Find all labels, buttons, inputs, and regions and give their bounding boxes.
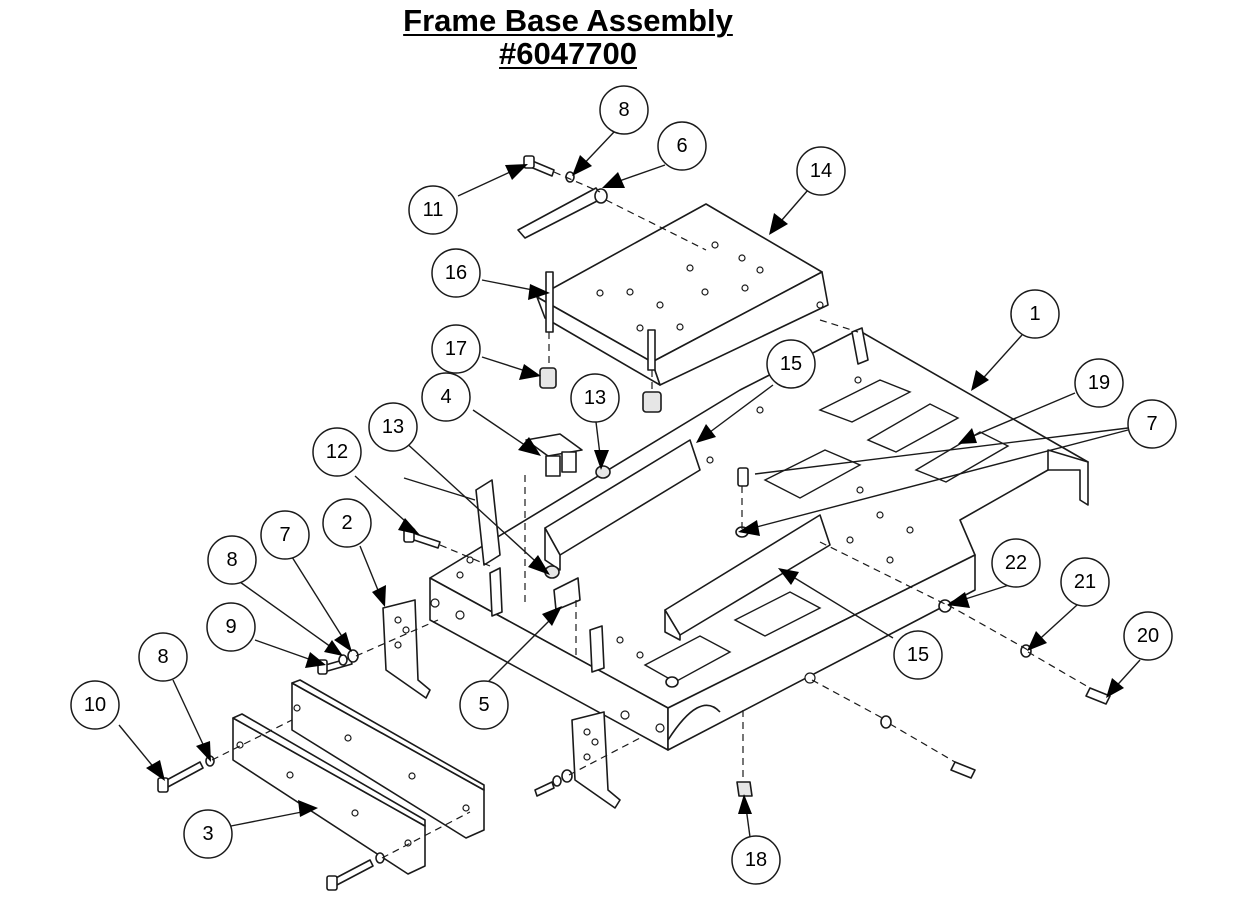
callout-14: 14 [796, 146, 846, 196]
callout-label: 20 [1137, 625, 1159, 647]
callout-4: 4 [421, 372, 471, 422]
callout-label: 8 [157, 646, 168, 668]
callout-label: 8 [226, 549, 237, 571]
callout-8b: 8 [207, 535, 257, 585]
callout-label: 11 [423, 199, 444, 221]
callout-label: 1 [1029, 303, 1040, 325]
callout-label: 7 [279, 524, 290, 546]
callout-15b: 15 [893, 630, 943, 680]
callout-label: 6 [676, 135, 687, 157]
mounting-bracket-part [382, 599, 621, 809]
callout-1: 1 [1010, 289, 1060, 339]
callout-13a: 13 [368, 402, 418, 452]
callout-20: 20 [1123, 611, 1173, 661]
callout-label: 13 [382, 416, 404, 438]
callout-7b: 7 [1127, 399, 1177, 449]
brackets-part [403, 433, 611, 611]
callout-label: 10 [84, 694, 106, 716]
part-number: #6047700 [499, 36, 637, 71]
callout-label: 2 [341, 512, 352, 534]
side-rail-part [544, 439, 831, 641]
callout-label: 5 [478, 694, 489, 716]
callout-label: 19 [1088, 372, 1110, 394]
callout-label: 21 [1074, 571, 1096, 593]
callout-13b: 13 [570, 373, 620, 423]
callout-6: 6 [657, 121, 707, 171]
callout-11: 11 [408, 185, 458, 235]
callout-5: 5 [459, 680, 509, 730]
callout-22: 22 [991, 538, 1041, 588]
callout-label: 4 [440, 386, 451, 408]
callout-15a: 15 [766, 339, 816, 389]
callout-17: 17 [431, 324, 481, 374]
callout-label: 15 [907, 644, 929, 666]
callout-label: 17 [445, 338, 467, 360]
callout-2: 2 [322, 498, 372, 548]
callout-label: 16 [445, 262, 467, 284]
callout-label: 15 [780, 353, 802, 375]
callout-label: 7 [1146, 413, 1157, 435]
diagram-title: Frame Base Assembly [403, 3, 733, 38]
callout-21: 21 [1060, 557, 1110, 607]
callout-7a: 7 [260, 510, 310, 560]
callout-label: 22 [1005, 552, 1027, 574]
stud-part [539, 271, 662, 413]
callout-label: 12 [326, 441, 348, 463]
callout-3: 3 [183, 809, 233, 859]
callout-label: 18 [745, 849, 767, 871]
top-plate-part [536, 203, 829, 386]
main-frame-part [429, 327, 1089, 751]
callout-12: 12 [312, 427, 362, 477]
callout-8c: 8 [138, 632, 188, 682]
callout-9: 9 [206, 602, 256, 652]
callout-16: 16 [431, 248, 481, 298]
callout-label: 3 [202, 823, 213, 845]
callout-19: 19 [1074, 358, 1124, 408]
bumper-bars-part [232, 679, 485, 875]
callout-label: 13 [584, 387, 606, 409]
callout-label: 14 [810, 160, 832, 182]
pin-part [517, 187, 608, 239]
callout-label: 9 [225, 616, 236, 638]
callout-10: 10 [70, 680, 120, 730]
top-bolt-part [523, 155, 575, 183]
leader-lines [118, 131, 1141, 838]
title-block: Frame Base Assembly #6047700 [0, 4, 1136, 70]
callout-label: 8 [618, 99, 629, 121]
hardware-part [157, 467, 1111, 891]
assembly-lines [211, 319, 1091, 859]
callout-8a: 8 [599, 85, 649, 135]
callout-18: 18 [731, 835, 781, 885]
